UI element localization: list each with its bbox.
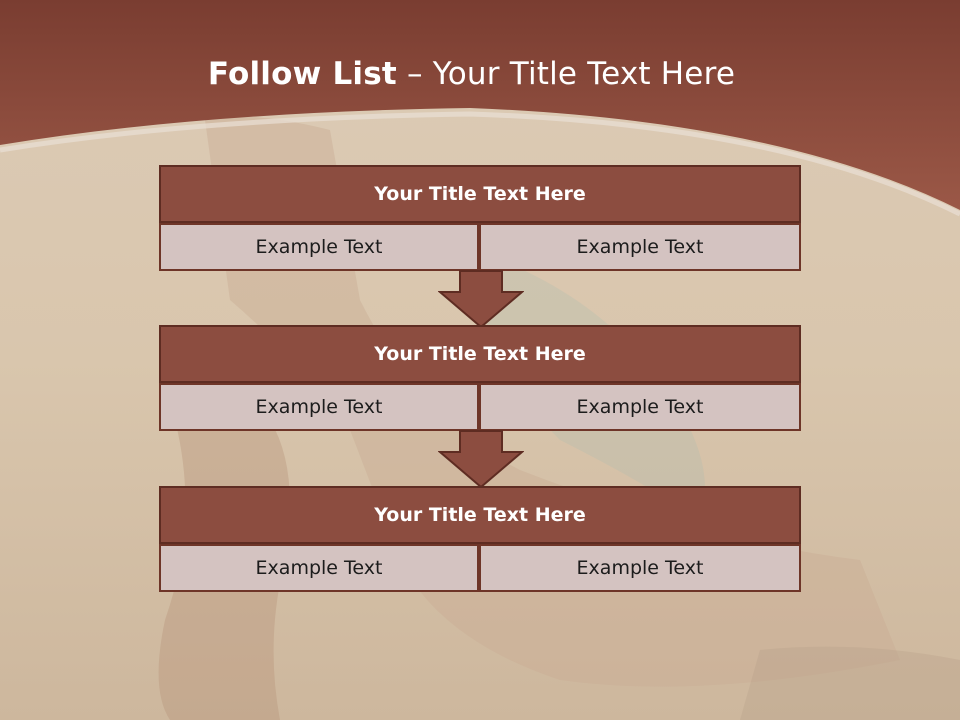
slide-title: Follow List – Your Title Text Here (0, 56, 943, 92)
step-cell-left: Example Text (159, 223, 479, 271)
step-title: Your Title Text Here (159, 325, 801, 383)
down-arrow-icon (438, 430, 524, 488)
step-title: Your Title Text Here (159, 165, 801, 223)
slide-title-rest: – Your Title Text Here (396, 56, 736, 92)
down-arrow-icon (438, 270, 524, 328)
step-cell-left: Example Text (159, 383, 479, 431)
step-cell-right: Example Text (479, 383, 801, 431)
step-box-3: Your Title Text Here Example Text Exampl… (159, 486, 801, 592)
step-cell-right: Example Text (479, 223, 801, 271)
step-cell-left: Example Text (159, 544, 479, 592)
step-box-1: Your Title Text Here Example Text Exampl… (159, 165, 801, 271)
step-box-2: Your Title Text Here Example Text Exampl… (159, 325, 801, 431)
step-title: Your Title Text Here (159, 486, 801, 544)
step-cell-right: Example Text (479, 544, 801, 592)
slide-title-bold: Follow List (207, 56, 397, 92)
